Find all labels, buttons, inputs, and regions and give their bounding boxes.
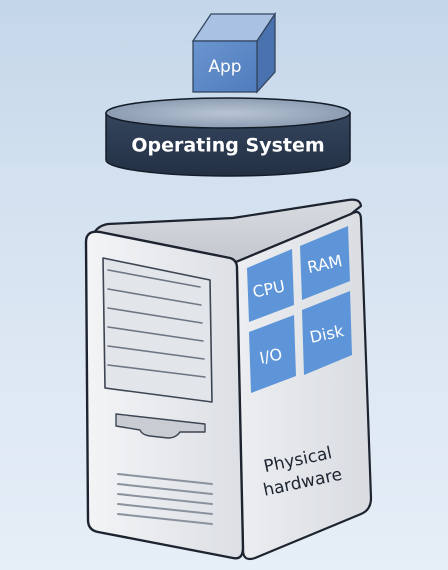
vent-slot: [107, 345, 205, 360]
front-vent-panel: [102, 257, 213, 403]
vent-slot: [107, 307, 203, 324]
ram-tile-bg: [300, 226, 350, 300]
app-label: App: [208, 57, 241, 77]
disk-tile-bg: [302, 291, 352, 375]
grille-line: [117, 483, 213, 495]
os-disc-body: [105, 112, 351, 177]
grille-line: [117, 473, 213, 485]
hardware-tower: CPU RAM I/O Disk Physical hardware: [84, 198, 373, 561]
io-label: I/O: [258, 344, 284, 367]
vent-slot: [107, 269, 201, 288]
grille-line: [117, 493, 213, 505]
app-cube: App: [191, 11, 277, 94]
ram-tile: RAM: [300, 226, 350, 300]
vent-slot: [107, 326, 204, 342]
operating-system-disc: Operating System: [105, 97, 351, 177]
io-tile: I/O: [249, 315, 296, 393]
bottom-grille: [117, 473, 213, 525]
vent-slot: [107, 364, 206, 378]
cpu-tile-bg: [247, 249, 294, 322]
grille-line: [117, 513, 213, 525]
os-label: Operating System: [131, 135, 324, 157]
disk-tile: Disk: [302, 291, 352, 375]
app-cube-front: [192, 40, 258, 93]
vent-slot: [107, 288, 202, 306]
drive-slot: [115, 413, 206, 439]
io-tile-bg: [249, 315, 296, 393]
os-disc-top: [105, 97, 351, 129]
grille-line: [117, 503, 213, 515]
vent-slots: [107, 269, 206, 378]
cpu-tile: CPU: [247, 249, 294, 322]
component-tiles: CPU RAM I/O Disk: [247, 226, 352, 393]
